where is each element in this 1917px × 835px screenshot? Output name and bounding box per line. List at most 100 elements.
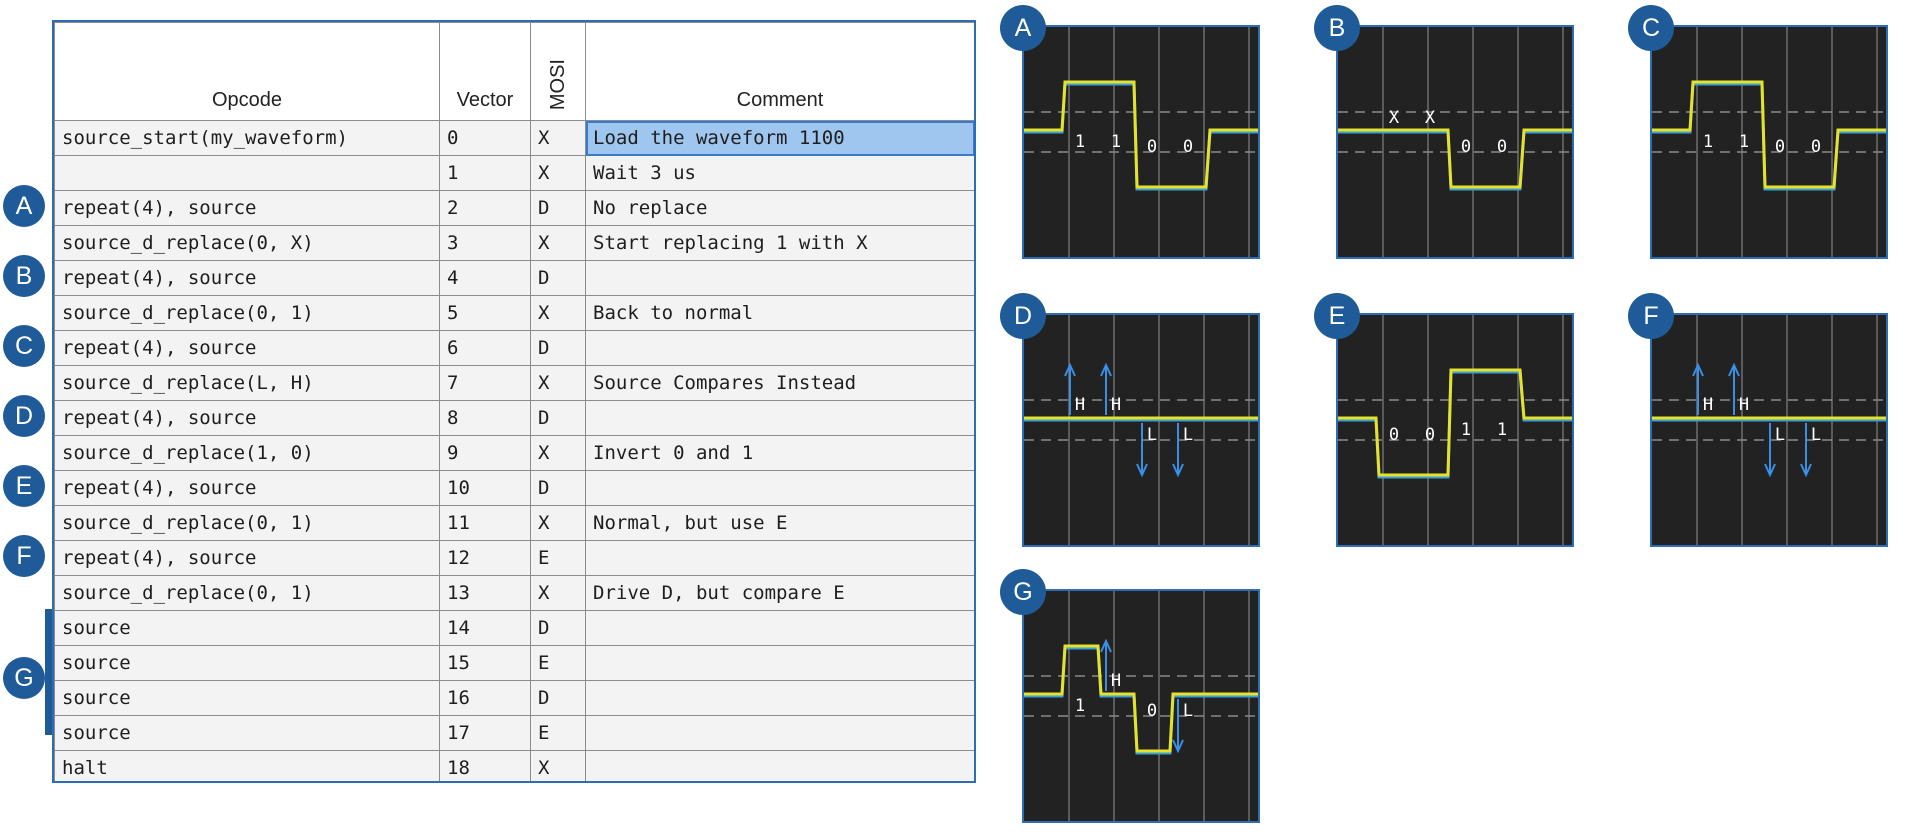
cell-comment[interactable] <box>585 715 974 751</box>
cell-comment[interactable]: Invert 0 and 1 <box>585 435 974 471</box>
cell-mosi[interactable]: X <box>530 120 586 156</box>
cell-mosi[interactable]: E <box>530 715 586 751</box>
cell-comment[interactable] <box>585 610 974 646</box>
cell-opcode[interactable]: source <box>54 610 440 646</box>
cell-mosi[interactable]: D <box>530 330 586 366</box>
cell-comment[interactable] <box>585 330 974 366</box>
cell-comment[interactable]: Back to normal <box>585 295 974 331</box>
cell-vector[interactable]: 14 <box>439 610 531 646</box>
cell-comment[interactable]: No replace <box>585 190 974 226</box>
cell-mosi[interactable]: X <box>530 505 586 541</box>
cell-comment[interactable]: Load the waveform 1100 <box>585 120 974 156</box>
cell-opcode[interactable]: repeat(4), source <box>54 190 440 226</box>
cell-mosi[interactable]: X <box>530 295 586 331</box>
cell-vector[interactable]: 7 <box>439 365 531 401</box>
cell-opcode[interactable]: repeat(4), source <box>54 540 440 576</box>
cell-mosi[interactable]: E <box>530 540 586 576</box>
cell-mosi[interactable]: D <box>530 190 586 226</box>
cell-vector[interactable]: 1 <box>439 155 531 191</box>
cell-opcode[interactable]: source_d_replace(0, 1) <box>54 575 440 611</box>
cell-mosi[interactable]: D <box>530 400 586 436</box>
cell-vector[interactable]: 16 <box>439 680 531 716</box>
cell-vector[interactable]: 5 <box>439 295 531 331</box>
cell-comment[interactable]: Source Compares Instead <box>585 365 974 401</box>
cell-vector[interactable]: 0 <box>439 120 531 156</box>
cell-comment[interactable] <box>585 470 974 506</box>
cell-comment[interactable] <box>585 400 974 436</box>
cell-opcode[interactable]: source_d_replace(0, X) <box>54 225 440 261</box>
cell-vector[interactable]: 13 <box>439 575 531 611</box>
cell-mosi[interactable]: D <box>530 470 586 506</box>
cell-comment[interactable]: Normal, but use E <box>585 505 974 541</box>
cell-comment[interactable] <box>585 750 974 781</box>
cell-comment[interactable] <box>585 540 974 576</box>
cell-opcode[interactable]: repeat(4), source <box>54 330 440 366</box>
col-header-comment[interactable]: Comment <box>585 22 974 121</box>
cell-opcode[interactable]: halt <box>54 750 440 781</box>
col-header-vector[interactable]: Vector <box>439 22 531 121</box>
cell-opcode[interactable]: source <box>54 715 440 751</box>
cell-opcode[interactable]: source_d_replace(1, 0) <box>54 435 440 471</box>
cell-mosi[interactable]: D <box>530 260 586 296</box>
cell-comment[interactable] <box>585 680 974 716</box>
cell-vector[interactable]: 18 <box>439 750 531 781</box>
cell-mosi[interactable]: X <box>530 365 586 401</box>
cell-vector[interactable]: 10 <box>439 470 531 506</box>
cell-comment[interactable]: Drive D, but compare E <box>585 575 974 611</box>
cell-comment[interactable] <box>585 260 974 296</box>
cell-opcode[interactable]: source <box>54 680 440 716</box>
cell-vector[interactable]: 4 <box>439 260 531 296</box>
cell-opcode[interactable]: source_start(my_waveform) <box>54 120 440 156</box>
cell-mosi[interactable]: X <box>530 575 586 611</box>
cell-comment[interactable] <box>585 645 974 681</box>
cell-vector[interactable]: 11 <box>439 505 531 541</box>
cell-vector[interactable]: 2 <box>439 190 531 226</box>
cell-mosi[interactable]: X <box>530 435 586 471</box>
cell-vector[interactable]: 6 <box>439 330 531 366</box>
cell-comment[interactable]: Start replacing 1 with X <box>585 225 974 261</box>
col-header-opcode[interactable]: Opcode <box>54 22 440 121</box>
cell-opcode[interactable]: repeat(4), source <box>54 470 440 506</box>
cell-opcode[interactable]: source_d_replace(0, 1) <box>54 295 440 331</box>
cell-mosi[interactable]: X <box>530 750 586 781</box>
cell-mosi[interactable]: X <box>530 225 586 261</box>
cell-opcode[interactable]: repeat(4), source <box>54 400 440 436</box>
cell-opcode[interactable]: repeat(4), source <box>54 260 440 296</box>
cell-vector[interactable]: 3 <box>439 225 531 261</box>
cell-mosi[interactable]: X <box>530 155 586 191</box>
cell-mosi[interactable]: D <box>530 680 586 716</box>
cell-opcode[interactable] <box>54 155 440 191</box>
cell-comment[interactable]: Wait 3 us <box>585 155 974 191</box>
cell-mosi[interactable]: E <box>530 645 586 681</box>
cell-vector[interactable]: 9 <box>439 435 531 471</box>
cell-opcode[interactable]: source_d_replace(0, 1) <box>54 505 440 541</box>
cell-mosi[interactable]: D <box>530 610 586 646</box>
cell-vector[interactable]: 12 <box>439 540 531 576</box>
cell-vector[interactable]: 17 <box>439 715 531 751</box>
cell-opcode[interactable]: source <box>54 645 440 681</box>
cell-vector[interactable]: 15 <box>439 645 531 681</box>
cell-opcode[interactable]: source_d_replace(L, H) <box>54 365 440 401</box>
col-header-mosi[interactable]: MOSI <box>530 22 586 121</box>
cell-vector[interactable]: 8 <box>439 400 531 436</box>
